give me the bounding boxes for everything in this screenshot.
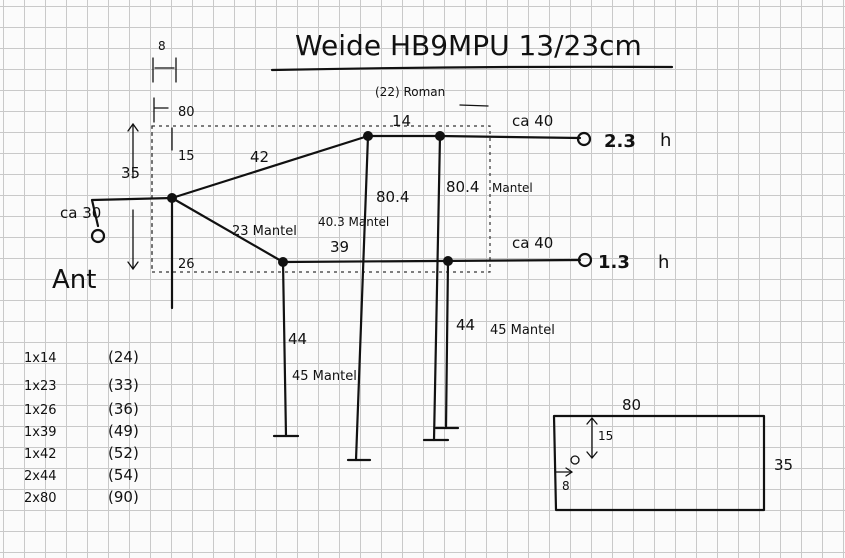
cut-qty: 1x39	[24, 425, 57, 440]
roman-arrow	[459, 104, 489, 107]
dim-804a-label: 80.4	[376, 188, 409, 206]
cut-len: (36)	[108, 400, 139, 418]
upper-branch-line	[170, 134, 582, 200]
port-13-unit: h	[658, 252, 669, 273]
ca40-lower-label: ca 40	[512, 234, 553, 252]
cut-qty: 1x14	[24, 351, 57, 366]
mantel-right-label: Mantel	[492, 181, 533, 195]
cut-len: (33)	[108, 376, 139, 394]
box-height-label: 35	[774, 456, 793, 474]
dim-403-label: 40.3 Mantel	[318, 215, 389, 229]
dim-8-top: 8	[158, 39, 166, 53]
roman-label: (22) Roman	[375, 85, 445, 99]
dim-804b-label: 80.4	[446, 178, 479, 196]
cut-len: (24)	[108, 348, 139, 366]
port-23-unit: h	[660, 130, 671, 151]
dim-26-label: 26	[178, 257, 195, 272]
dim-15-label: 15	[178, 149, 195, 164]
stub-44-a	[281, 260, 288, 438]
dim-44a-label: 44	[288, 330, 307, 348]
stub-804-a	[354, 134, 370, 462]
port-13-connector	[577, 252, 593, 268]
dim-80-top: 80	[178, 105, 195, 120]
box-connector-hole	[570, 455, 580, 465]
dim-23-label: 23 Mantel	[232, 224, 297, 239]
port-13-label: 1.3	[598, 252, 630, 273]
sketch-title: Weide HB9MPU 13/23cm	[295, 29, 642, 62]
dim-80-marker	[153, 97, 169, 123]
dim-45b-label: 45 Mantel	[490, 323, 555, 338]
cut-qty: 1x42	[24, 447, 57, 462]
port-23-label: 2.3	[604, 131, 636, 152]
stub-804-b	[432, 134, 442, 442]
stub-44-b	[444, 259, 450, 430]
cut-qty: 2x44	[24, 469, 57, 484]
port-23-connector	[576, 131, 592, 147]
antenna-connector	[90, 228, 106, 244]
box-dim-8-arrow	[555, 467, 574, 477]
ca30-label: ca 30	[60, 204, 101, 222]
box-dim-8-label: 8	[562, 479, 570, 493]
ca40-upper-label: ca 40	[512, 112, 553, 130]
dim-8-arrows	[152, 57, 177, 83]
title-underline	[270, 65, 674, 72]
cut-len: (90)	[108, 488, 139, 506]
dim-14-label: 14	[392, 112, 411, 130]
box-dim-15-label: 15	[598, 429, 613, 443]
dim-35-label: 35	[121, 164, 140, 182]
cut-len: (49)	[108, 422, 139, 440]
box-dim-15-arrow	[586, 416, 598, 460]
cut-len: (54)	[108, 466, 139, 484]
box-width-label: 80	[622, 396, 641, 414]
dim-39-label: 39	[330, 238, 349, 256]
dim-35-arrow	[127, 122, 139, 179]
dim-35-arrow-lower	[127, 209, 139, 271]
cut-list: 1x14 (24) 1x23 (33) 1x26 (36) 1x39 (49) …	[24, 348, 139, 506]
ant-label: Ant	[52, 265, 96, 295]
dim-44b-label: 44	[456, 316, 475, 334]
cut-qty: 1x23	[24, 379, 57, 394]
cut-qty: 2x80	[24, 491, 57, 506]
antenna-feed-wire	[90, 196, 174, 228]
dim-45a-label: 45 Mantel	[292, 369, 357, 384]
cut-len: (52)	[108, 444, 139, 462]
dim-42-label: 42	[250, 148, 269, 166]
cut-qty: 1x26	[24, 403, 57, 418]
box-outline-dashed	[151, 125, 491, 273]
connector-box	[552, 414, 766, 512]
